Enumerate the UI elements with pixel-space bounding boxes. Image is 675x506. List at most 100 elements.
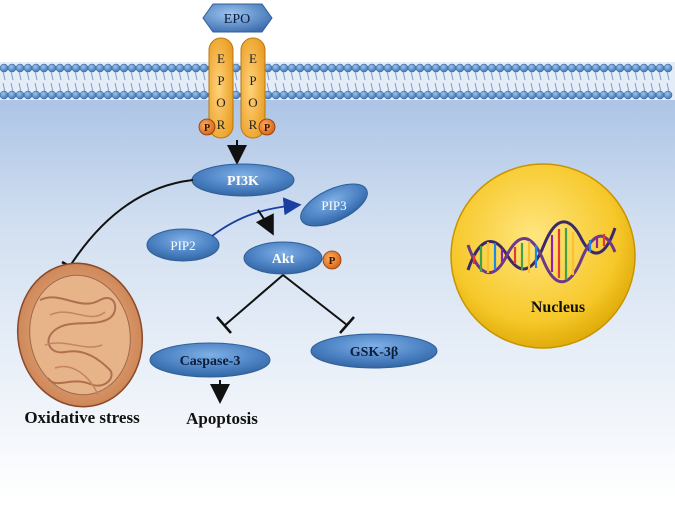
lipid-head — [303, 63, 313, 73]
lipid-head — [311, 63, 321, 73]
lipid-head — [495, 63, 505, 73]
node-pip3: PIP3 — [300, 183, 368, 227]
lipid-head — [127, 90, 137, 100]
epor-left-letter-e: E — [217, 51, 225, 66]
lipid-head — [55, 90, 65, 100]
lipid-head — [0, 90, 9, 100]
lipid-head — [287, 90, 297, 100]
cell-membrane — [0, 62, 675, 100]
caspase3-label: Caspase-3 — [180, 354, 241, 369]
apoptosis-label: Apoptosis — [186, 409, 258, 428]
lipid-head — [183, 90, 193, 100]
lipid-head — [647, 90, 657, 100]
lipid-head — [175, 63, 185, 73]
lipid-head — [463, 63, 473, 73]
lipid-head — [639, 63, 649, 73]
lipid-head — [551, 63, 561, 73]
lipid-head — [31, 63, 41, 73]
node-pi3k: PI3K — [191, 163, 295, 197]
lipid-head — [631, 63, 641, 73]
lipid-head — [519, 63, 529, 73]
inhibit-bar-caspase3 — [216, 316, 232, 334]
lipid-head — [31, 90, 41, 100]
epor-right-letter-r: R — [249, 117, 258, 132]
lipid-head — [567, 63, 577, 73]
lipid-head — [423, 63, 433, 73]
pip2-label: PIP2 — [170, 238, 195, 253]
epor-left-letter-r: R — [217, 117, 226, 132]
epor-receptor-right: E P O R — [240, 37, 266, 139]
lipid-head — [95, 63, 105, 73]
lipid-head — [359, 63, 369, 73]
lipid-head — [335, 63, 345, 73]
lipid-head — [111, 63, 121, 73]
lipid-head — [543, 90, 553, 100]
lipid-head — [383, 63, 393, 73]
lipid-head — [399, 63, 409, 73]
lipid-head — [375, 63, 385, 73]
lipid-head — [415, 90, 425, 100]
lipid-head — [455, 63, 465, 73]
lipid-head — [487, 90, 497, 100]
lipid-head — [663, 90, 673, 100]
lipid-head — [87, 90, 97, 100]
lipid-head — [111, 90, 121, 100]
lipid-head — [495, 90, 505, 100]
lipid-head — [39, 90, 49, 100]
lipid-head — [103, 90, 113, 100]
lipid-head — [71, 63, 81, 73]
inhibit-akt-to-caspase3 — [224, 274, 284, 326]
epor-right-letter-o: O — [248, 95, 257, 110]
lipid-head — [399, 90, 409, 100]
lipid-head — [7, 63, 17, 73]
lipid-head — [23, 63, 33, 73]
lipid-head — [79, 90, 89, 100]
lipid-head — [543, 63, 553, 73]
lipid-head — [151, 63, 161, 73]
epor-receptor-left: E P O R — [208, 37, 234, 139]
lipid-head — [559, 90, 569, 100]
lipid-head — [287, 63, 297, 73]
lipid-head — [383, 90, 393, 100]
lipid-head — [311, 90, 321, 100]
lipid-head — [511, 90, 521, 100]
inhibit-bar-gsk3b — [339, 316, 355, 334]
akt-label: Akt — [272, 252, 295, 267]
lipid-head — [295, 63, 305, 73]
lipid-head — [623, 63, 633, 73]
lipid-head — [607, 90, 617, 100]
lipid-head — [0, 63, 9, 73]
dna-helix-icon — [466, 220, 617, 284]
lipid-head — [423, 90, 433, 100]
lipid-head — [327, 63, 337, 73]
epor-phospho-left: P — [198, 118, 216, 136]
lipid-head — [535, 90, 545, 100]
lipid-head — [655, 63, 665, 73]
lipid-head — [71, 90, 81, 100]
lipid-head — [15, 63, 25, 73]
gsk3b-label: GSK-3β — [350, 345, 399, 360]
lipid-head — [455, 90, 465, 100]
lipid-head — [199, 90, 209, 100]
lipid-head — [615, 90, 625, 100]
epor-left-letter-o: O — [216, 95, 225, 110]
lipid-head — [375, 90, 385, 100]
lipid-head — [607, 63, 617, 73]
lipid-head — [159, 63, 169, 73]
lipid-head — [55, 63, 65, 73]
inhibit-pi3k-to-mitochondrion — [69, 179, 194, 267]
arrow-pip2-to-pip3 — [211, 197, 302, 237]
lipid-head — [47, 90, 57, 100]
lipid-head — [639, 90, 649, 100]
lipid-head — [431, 63, 441, 73]
lipid-head — [343, 90, 353, 100]
lipid-head — [447, 90, 457, 100]
lipid-head — [479, 63, 489, 73]
lipid-head — [439, 63, 449, 73]
lipid-head — [527, 90, 537, 100]
lipid-head — [135, 63, 145, 73]
lipid-head — [575, 63, 585, 73]
lipid-head — [439, 90, 449, 100]
lipid-head — [127, 63, 137, 73]
